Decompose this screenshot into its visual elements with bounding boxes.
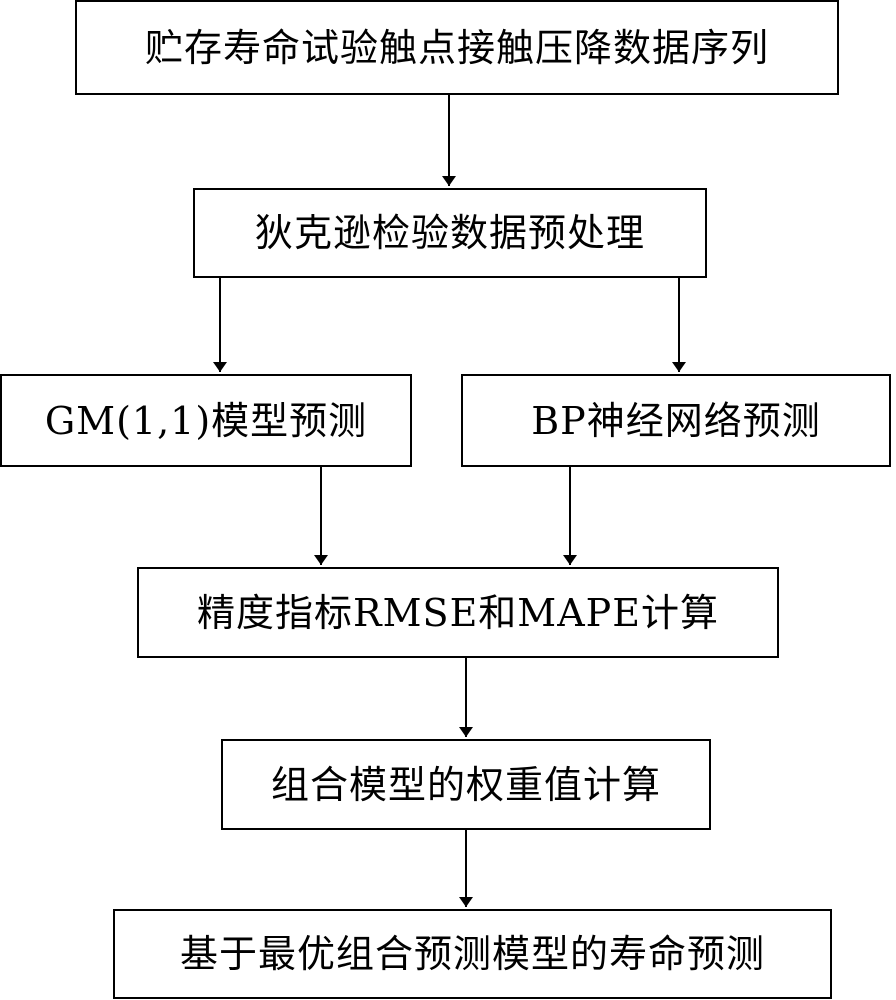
node-bp-neural-network-prediction: BP神经网络预测 — [461, 374, 891, 467]
node-label: BP神经网络预测 — [531, 398, 821, 443]
node-gm11-prediction: GM(1,1)模型预测 — [0, 374, 412, 467]
node-dixon-test-preprocessing: 狄克逊检验数据预处理 — [193, 188, 707, 278]
node-label: 组合模型的权重值计算 — [270, 762, 661, 807]
node-label: 贮存寿命试验触点接触压降数据序列 — [144, 25, 769, 70]
node-storage-life-data-sequence: 贮存寿命试验触点接触压降数据序列 — [75, 0, 839, 95]
node-label: 狄克逊检验数据预处理 — [254, 211, 645, 255]
node-label: GM(1,1)模型预测 — [44, 398, 368, 443]
node-label: 基于最优组合预测模型的寿命预测 — [179, 932, 765, 976]
node-optimal-combined-life-prediction: 基于最优组合预测模型的寿命预测 — [113, 909, 832, 999]
node-label: 精度指标RMSE和MAPE计算 — [197, 590, 719, 635]
node-accuracy-metrics-calculation: 精度指标RMSE和MAPE计算 — [137, 567, 779, 658]
node-combined-model-weight-calculation: 组合模型的权重值计算 — [221, 739, 711, 830]
